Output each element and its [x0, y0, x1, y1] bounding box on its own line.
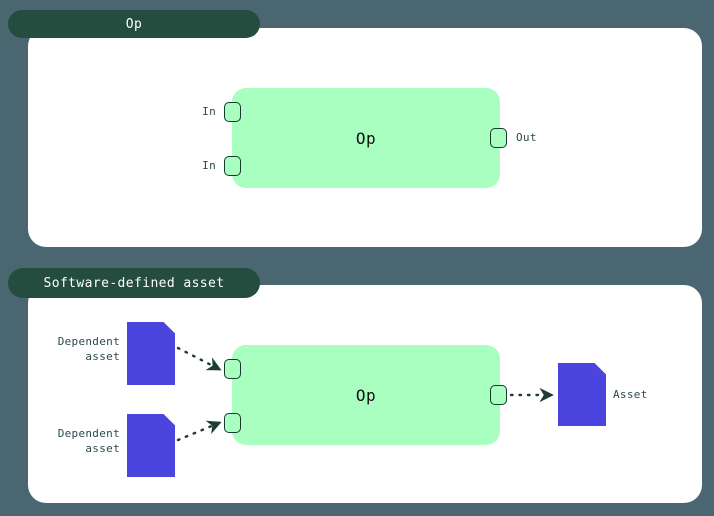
asset-document-icon[interactable]	[127, 414, 175, 477]
asset-op-input-port-2[interactable]	[224, 413, 241, 433]
panel-tab-op[interactable]: Op	[8, 10, 260, 38]
asset-op-input-port-1[interactable]	[224, 359, 241, 379]
panel-tab-software-defined-asset-label: Software-defined asset	[43, 275, 225, 291]
op-node-2[interactable]: Op	[232, 345, 500, 445]
op-input-port-2[interactable]	[224, 156, 241, 176]
op-output-port-1[interactable]	[490, 128, 507, 148]
dependent-asset-1-label: Dependent asset	[57, 335, 120, 363]
op-node-1[interactable]: Op	[232, 88, 500, 188]
asset-document-icon[interactable]	[127, 322, 175, 385]
asset-op-output-port-1[interactable]	[490, 385, 507, 405]
op-output-port-1-label: Out	[516, 131, 537, 144]
panel-tab-op-label: Op	[125, 16, 143, 32]
dependent-asset-2-label: Dependent asset	[57, 427, 120, 455]
op-node-2-label: Op	[355, 385, 377, 405]
op-input-port-2-label: In	[202, 159, 216, 172]
panel-tab-software-defined-asset[interactable]: Software-defined asset	[8, 268, 260, 298]
op-node-1-label: Op	[355, 128, 377, 148]
asset-document-icon[interactable]	[558, 363, 606, 426]
op-input-port-1-label: In	[202, 105, 216, 118]
produced-asset-label: Asset	[613, 388, 648, 401]
op-input-port-1[interactable]	[224, 102, 241, 122]
